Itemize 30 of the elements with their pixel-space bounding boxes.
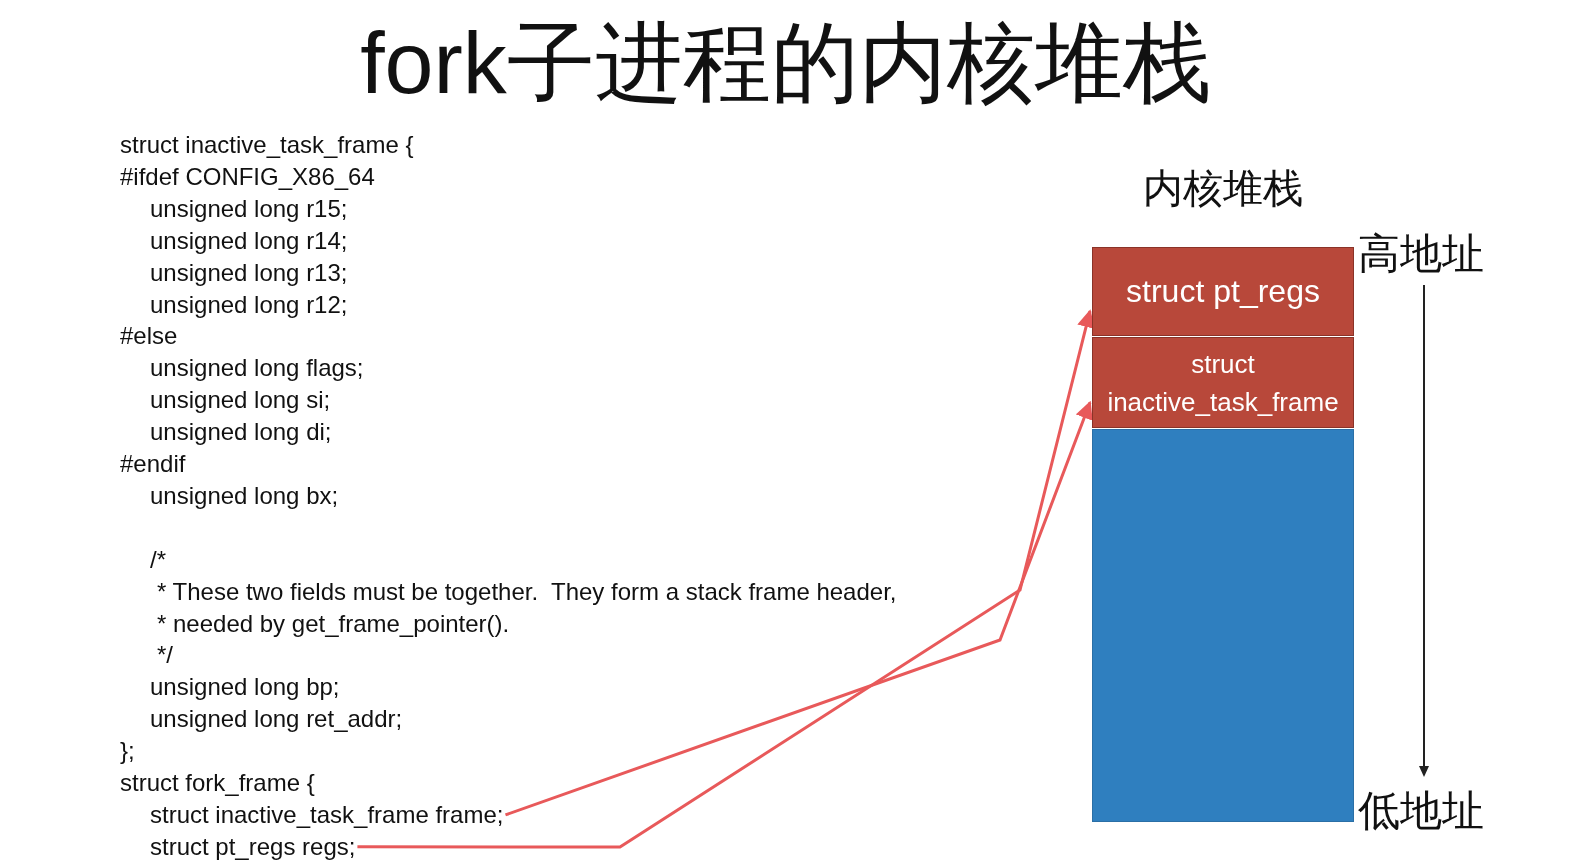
code-line: unsigned long ret_addr;: [150, 704, 403, 735]
address-label: 高地址: [1358, 229, 1484, 279]
code-line: unsigned long bx;: [150, 480, 339, 511]
code-line: unsigned long r12;: [150, 289, 348, 320]
stack-heading: 内核堆栈: [1142, 165, 1304, 212]
code-line: * needed by get_frame_pointer().: [157, 608, 510, 639]
code-line: unsigned long r15;: [150, 193, 348, 224]
stack-block: [1092, 429, 1354, 822]
stack-block: struct inactive_task_frame: [1092, 337, 1354, 428]
code-line: #endif: [120, 449, 186, 479]
code-line: */: [157, 640, 173, 671]
code-line: };: [120, 736, 135, 767]
stack-block: struct pt_regs: [1092, 247, 1354, 336]
code-line: #else: [120, 321, 178, 352]
code-line: struct pt_regs regs;: [150, 831, 356, 862]
code-line: * These two fields must be together. They form a stack frame header,: [157, 576, 897, 607]
code-line: unsigned long bp;: [150, 672, 340, 703]
code-line: struct fork_frame {: [120, 768, 315, 798]
code-line: unsigned long r13;: [150, 257, 348, 288]
code-line: #ifdef CONFIG_X86_64: [120, 161, 375, 192]
code-line: unsigned long flags;: [150, 353, 364, 384]
code-line: /*: [150, 544, 166, 575]
code-line: struct inactive_task_frame frame;: [150, 799, 504, 830]
code-line: unsigned long r14;: [150, 225, 348, 256]
code-line: unsigned long si;: [150, 385, 331, 416]
code-line: struct inactive_task_frame {: [120, 130, 414, 160]
address-label: 低地址: [1358, 786, 1484, 836]
code-line: unsigned long di;: [150, 417, 332, 448]
title: fork子进程的内核堆栈: [359, 12, 1212, 114]
arrow: [504, 400, 1093, 817]
